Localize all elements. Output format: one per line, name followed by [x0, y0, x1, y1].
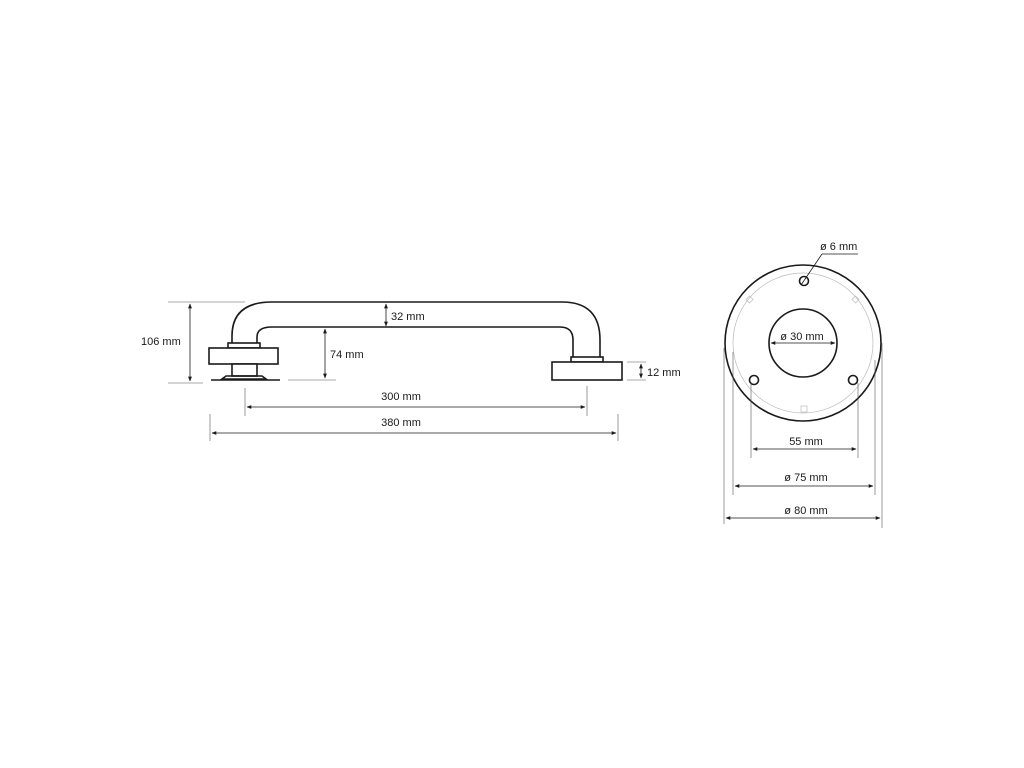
- left-neck: [231, 363, 258, 377]
- dim-75-label: ø 75 mm: [784, 472, 827, 484]
- mounting-hole-top: [798, 275, 810, 287]
- mounting-hole-right: [847, 374, 859, 386]
- rosette-front-view: ø 6 mm ø 30 mm 55 mm ø 75 mm ø 80 mm: [723, 241, 883, 528]
- dim-55-label: 55 mm: [789, 436, 823, 448]
- rosette-outer-circle: [724, 264, 882, 422]
- left-flange: [219, 375, 269, 380]
- left-base-plate: [208, 347, 279, 365]
- dim-80-label: ø 80 mm: [784, 505, 827, 517]
- dim-106-label: 106 mm: [141, 336, 181, 348]
- tube-outer-contour: [231, 301, 601, 357]
- tube-inner-contour: [256, 326, 574, 357]
- dim-32-label: 32 mm: [391, 311, 425, 323]
- grab-bar-side-view: 106 mm 32 mm 74 mm 12 mm 300 mm 380 mm: [141, 301, 681, 441]
- dim-6-leader: [800, 253, 823, 286]
- dim-12-label: 12 mm: [647, 367, 681, 379]
- dim-300-label: 300 mm: [381, 391, 421, 403]
- dim-74-label: 74 mm: [330, 349, 364, 361]
- cover-circle: [732, 272, 874, 414]
- inner-tube-circle: [768, 308, 838, 378]
- dim-380-label: 380 mm: [381, 417, 421, 429]
- dim-6-label: ø 6 mm: [820, 241, 857, 253]
- right-base-plate: [551, 361, 623, 381]
- mounting-hole-left: [748, 374, 760, 386]
- locating-mark-left: [745, 295, 754, 304]
- dim-30-label: ø 30 mm: [780, 331, 823, 343]
- locating-mark-bottom: [800, 405, 808, 413]
- locating-mark-right: [851, 295, 860, 304]
